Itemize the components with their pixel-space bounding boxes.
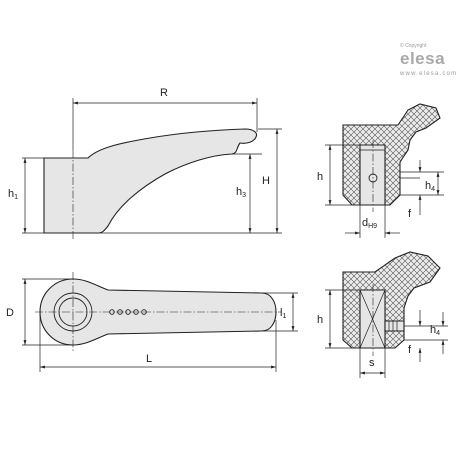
- dim-label-L: L: [146, 353, 152, 365]
- dim-label-r: R: [160, 87, 168, 99]
- dim-label-h3: h3: [236, 186, 246, 199]
- set-screw: [384, 320, 405, 332]
- section-bottom-dim-label-h4: h4: [430, 324, 440, 337]
- brand-logo: © Copyright elesa www.elesa.com: [399, 42, 457, 77]
- dim-label-l1: l1: [280, 307, 286, 320]
- section-view-square: h h4 f s: [317, 251, 448, 378]
- brand-copyright: © Copyright: [400, 42, 427, 49]
- side-view: R h1 h3 H: [8, 87, 282, 240]
- dim-label-H: H: [262, 175, 270, 187]
- section-bottom-dim-label-h: h: [317, 314, 323, 326]
- section-top-dim-label-f: f: [408, 208, 412, 220]
- section-top-dim-label-d: dH9: [362, 217, 377, 230]
- brand-url: www.elesa.com: [399, 71, 457, 77]
- section-top-dim-label-h4: h4: [425, 180, 435, 193]
- section-view-bore: h h4 f dH9: [317, 103, 444, 238]
- dim-label-h1: h1: [8, 188, 18, 201]
- section-bottom-dim-label-f: f: [408, 344, 412, 356]
- hub-section-square-hatched: [342, 251, 441, 349]
- brand-name: elesa: [400, 49, 445, 68]
- section-top-dim-label-h: h: [317, 171, 323, 183]
- section-bottom-dim-label-s: s: [369, 357, 375, 369]
- dim-label-D: D: [6, 307, 14, 319]
- handle-side-profile: [43, 128, 258, 234]
- square-insert-diagonal-2: [359, 289, 386, 349]
- top-view: D l1 L: [6, 272, 298, 372]
